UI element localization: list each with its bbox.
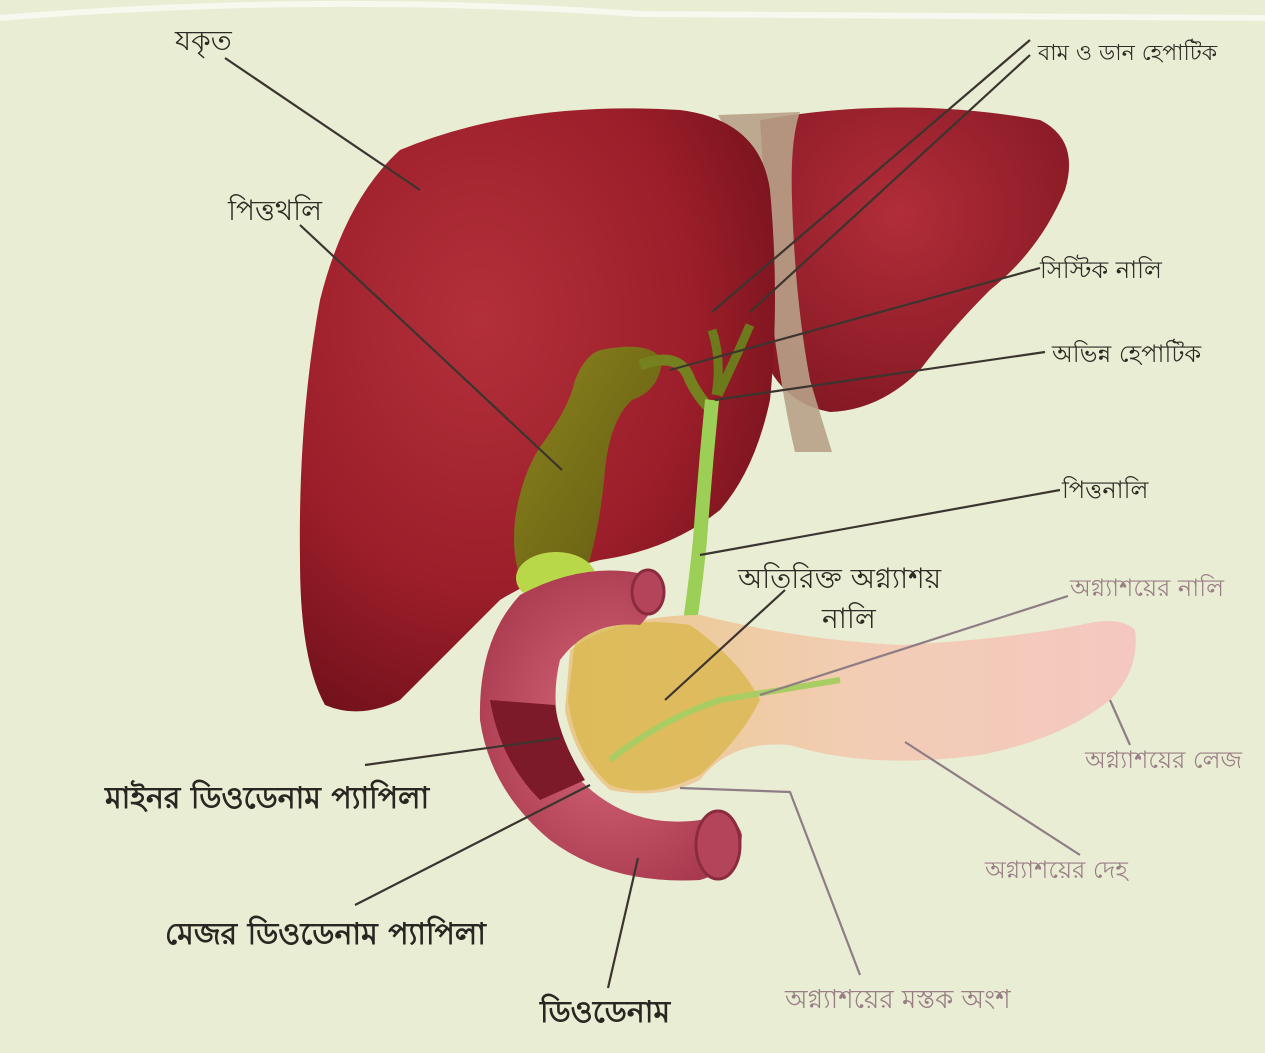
leader-bile-duct bbox=[700, 490, 1060, 555]
label-pancreas-head: অগ্ন্যাশয়ের মস্তক অংশ bbox=[784, 985, 1011, 1015]
leader-duodenum bbox=[608, 858, 638, 988]
leader-liver bbox=[225, 58, 420, 190]
duodenum-end-opening bbox=[696, 811, 740, 879]
label-bile-duct: পিত্তনালি bbox=[1061, 476, 1149, 504]
label-accessory-duct-2: নালি bbox=[821, 602, 877, 635]
label-accessory-duct: অতিরিক্ত অগ্ন্যাশয় bbox=[737, 562, 942, 595]
label-common-hepatic-duct: অভিন্ন হেপাটিক bbox=[1051, 339, 1202, 368]
label-hepatic-ducts: বাম ও ডান হেপাটিক bbox=[1037, 39, 1218, 66]
label-cystic-duct: সিস্টিক নালি bbox=[1039, 255, 1163, 284]
page-edge bbox=[0, 4, 1265, 18]
label-major-papilla: মেজর ডিওডেনাম প্যাপিলা bbox=[165, 915, 487, 952]
label-pancreas-body: অগ্ন্যাশয়ের দেহ bbox=[984, 856, 1129, 884]
label-liver: যকৃত bbox=[174, 24, 233, 58]
label-pancreas-tail: অগ্ন্যাশয়ের লেজ bbox=[1084, 746, 1243, 774]
label-duodenum: ডিওডেনাম bbox=[539, 993, 671, 1030]
label-minor-papilla: মাইনর ডিওডেনাম প্যাপিলা bbox=[104, 779, 430, 816]
leader-pancreas-body bbox=[905, 742, 1080, 855]
label-gallbladder: পিত্তথলি bbox=[227, 194, 323, 227]
label-pancreatic-duct: অগ্ন্যাশয়ের নালি bbox=[1069, 574, 1225, 602]
leader-pancreas-tail bbox=[1110, 700, 1130, 745]
duodenum-start-opening bbox=[632, 570, 664, 614]
